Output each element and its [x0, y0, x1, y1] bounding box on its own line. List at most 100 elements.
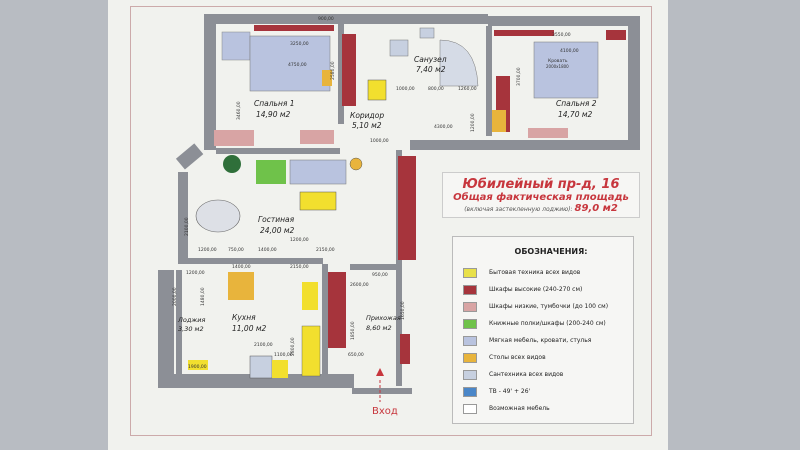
- svg-text:1260,00: 1260,00: [458, 86, 477, 92]
- svg-text:4100,00: 4100,00: [560, 48, 579, 54]
- svg-text:4300,00: 4300,00: [434, 124, 453, 130]
- room-bathroom-name: Санузел: [414, 55, 447, 64]
- legend-item: Шкафы низкие, тумбочки (до 100 см): [453, 298, 633, 315]
- legend-swatch: [463, 301, 477, 312]
- svg-text:2100,00: 2100,00: [184, 217, 190, 236]
- living-table: [299, 191, 337, 211]
- kitchen-sink: [249, 355, 273, 379]
- hall-cabinet: [400, 334, 410, 364]
- room-living-name: Гостиная: [258, 215, 295, 224]
- page-frame: [130, 6, 652, 436]
- bedroom2-dresser: [528, 128, 568, 138]
- svg-text:2150,00: 2150,00: [290, 264, 309, 270]
- legend-label: Шкафы низкие, тумбочки (до 100 см): [489, 303, 609, 310]
- legend-label: Книжные полки/шкафы (200-240 см): [489, 320, 606, 327]
- bedroom1-low-cabinet: [300, 130, 334, 144]
- svg-text:1480,00: 1480,00: [200, 287, 206, 306]
- legend-swatch: [463, 318, 477, 329]
- legend-item: Возможная мебель: [453, 400, 633, 417]
- area-heading: Общая фактическая площадь: [453, 192, 629, 203]
- legend-label: Столы всех видов: [489, 354, 546, 361]
- sofa: [289, 159, 347, 185]
- entrance-arrowhead-icon: [376, 368, 384, 376]
- bed-bedroom2: [533, 41, 599, 99]
- toilet: [419, 27, 435, 39]
- fridge: [302, 282, 318, 310]
- info-box: Юбилейный пр-д, 16 Общая фактическая пло…: [442, 172, 640, 218]
- legend-item: Книжные полки/шкафы (200-240 см): [453, 315, 633, 332]
- legend-swatch: [463, 352, 477, 363]
- room-hall-name: Прихожая: [366, 314, 401, 322]
- kitchen-table: [228, 272, 254, 300]
- stove: [301, 325, 321, 377]
- area-note: (включая застекленную лоджию): 89,0 м2: [443, 203, 639, 214]
- area-value: 89,0 м2: [574, 203, 618, 214]
- legend-label: Бытовая техника всех видов: [489, 269, 581, 276]
- legend-swatch: [463, 369, 477, 380]
- svg-text:900,00: 900,00: [318, 16, 334, 22]
- bathroom-sink: [389, 39, 409, 57]
- bed-bedroom1: [249, 35, 331, 92]
- bedroom2-nightstand: [606, 30, 626, 40]
- svg-text:2580,00: 2580,00: [330, 61, 336, 80]
- legend-swatch: [463, 335, 477, 346]
- bedroom2-shelf: [494, 30, 554, 36]
- svg-text:1100,00: 1100,00: [274, 352, 293, 358]
- svg-text:2000,00: 2000,00: [172, 287, 178, 306]
- svg-text:3550,00: 3550,00: [552, 32, 571, 38]
- svg-text:1200,00: 1200,00: [198, 247, 217, 253]
- bed-label: Кровать: [548, 58, 568, 64]
- svg-text:3460,00: 3460,00: [236, 101, 242, 120]
- bedroom2-desk: [492, 110, 506, 132]
- svg-text:1900,00: 1900,00: [188, 364, 207, 370]
- bathtub: [439, 39, 479, 87]
- legend-item: Бытовая техника всех видов: [453, 264, 633, 281]
- room-kitchen-area: 11,00 м2: [232, 324, 267, 333]
- room-kitchen-name: Кухня: [232, 313, 256, 322]
- legend-swatch: [463, 403, 477, 414]
- living-shelf-1: [256, 160, 286, 184]
- svg-text:3250,00: 3250,00: [290, 41, 309, 47]
- room-bedroom2-area: 14,70 м2: [558, 110, 593, 119]
- room-loggia-name: Лоджия: [177, 316, 205, 324]
- legend-swatch: [463, 386, 477, 397]
- address-title: Юбилейный пр-д, 16: [462, 177, 620, 192]
- room-loggia-area: 3,30 м2: [178, 325, 204, 333]
- bedroom1-table: [322, 70, 332, 86]
- bed-size-label: 2000х1800: [546, 64, 569, 69]
- svg-text:1850,00: 1850,00: [350, 321, 356, 340]
- dimension-labels: 900,00 3250,00 4750,00 2580,00 3550,00 4…: [172, 16, 579, 370]
- legend-item: Шкафы высокие (240-270 см): [453, 281, 633, 298]
- svg-text:1200,00: 1200,00: [470, 113, 476, 132]
- legend-label: Шкафы высокие (240-270 см): [489, 286, 583, 293]
- svg-text:3700,00: 3700,00: [516, 67, 522, 86]
- legend-item: Столы всех видов: [453, 349, 633, 366]
- svg-text:2100,00: 2100,00: [254, 342, 273, 348]
- legend-label: Мягкая мебель, кровати, стулья: [489, 337, 592, 344]
- dishwasher: [272, 360, 288, 378]
- svg-text:1650,00: 1650,00: [400, 301, 406, 320]
- svg-text:2800,00: 2800,00: [290, 337, 296, 356]
- svg-text:1200,00: 1200,00: [186, 270, 205, 276]
- legend-swatch: [463, 284, 477, 295]
- legend-label: Сантехника всех видов: [489, 371, 564, 378]
- room-bathroom-area: 7,40 м2: [416, 65, 446, 74]
- legend-title: ОБОЗНАЧЕНИЯ:: [514, 247, 588, 256]
- legend-item: Сантехника всех видов: [453, 366, 633, 383]
- svg-text:2150,00: 2150,00: [316, 247, 335, 253]
- legend-label: Возможная мебель: [489, 405, 550, 412]
- bedroom1-dresser: [214, 130, 254, 146]
- room-hall-area: 8,60 м2: [366, 324, 392, 332]
- plant-icon: [223, 155, 241, 173]
- svg-text:1200,00: 1200,00: [290, 237, 309, 243]
- svg-text:1000,00: 1000,00: [396, 86, 415, 92]
- svg-text:650,00: 650,00: [348, 352, 364, 358]
- hall-wardrobe: [328, 272, 346, 348]
- legend-item: ТВ - 49' + 26': [453, 383, 633, 400]
- svg-text:1400,00: 1400,00: [232, 264, 251, 270]
- room-corridor-area: 5,10 м2: [352, 121, 382, 130]
